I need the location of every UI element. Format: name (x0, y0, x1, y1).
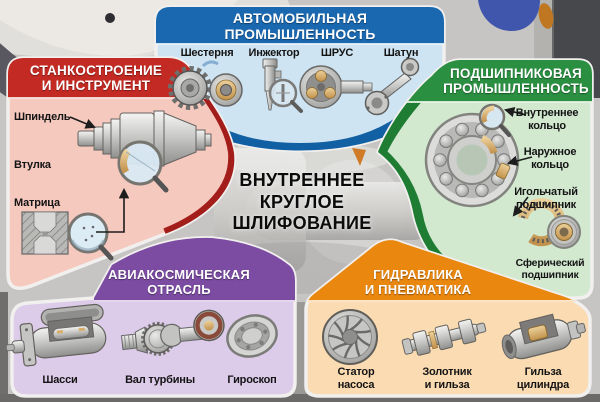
item-label-connecting-rod: Шатун (383, 47, 419, 59)
item-label-cylinder-sleeve: Гильза цилиндра (516, 366, 570, 391)
injector-icon (262, 58, 303, 113)
item-label-inner-ring: Внутреннее кольцо (515, 107, 579, 132)
item-label-turbine-shaft: Вал турбины (125, 374, 195, 386)
item-label-bushing: Втулка (14, 159, 51, 171)
ball-bearing-icon (424, 103, 520, 208)
machine-tools-panel-title: СТАНКОСТРОЕНИЕ И ИНСТРУМЕНТ (29, 63, 163, 93)
pointer-arrows (69, 106, 533, 233)
landing-gear-icon (5, 303, 107, 367)
item-label-cv-joint: ШРУС (320, 47, 354, 59)
item-label-die: Матрица (14, 197, 60, 209)
hydraulics-panel-title: ГИДРАВЛИКА И ПНЕВМАТИКА (364, 267, 472, 297)
item-label-gear: Шестерня (180, 47, 234, 59)
item-label-pump-stator: Статор насоса (337, 366, 375, 391)
panel-automotive-header-band (156, 7, 444, 44)
item-label-gyroscope: Гироскоп (227, 374, 277, 386)
connecting-rod-icon (364, 57, 420, 116)
die-matrix-icon (21, 211, 114, 261)
turbine-shaft-icon (120, 309, 225, 356)
spool-sleeve-icon (401, 318, 487, 356)
bearings-panel-title: ПОДШИПНИКОВАЯ ПРОМЫШЛЕННОСТЬ (443, 66, 589, 96)
needle-bearing-icon (518, 198, 566, 247)
aerospace-panel-title: АВИАКОСМИЧЕСКАЯ ОТРАСЛЬ (108, 267, 250, 297)
item-label-injector: Инжектор (248, 47, 300, 59)
automotive-panel-title: АВТОМОБИЛЬНАЯ ПРОМЫШЛЕННОСТЬ (224, 10, 376, 42)
pump-stator-icon (322, 309, 378, 365)
panel-aerospace (10, 236, 297, 398)
blue-glove-shape (478, 0, 540, 32)
cv-joint-icon (299, 65, 373, 109)
orange-pointer-shape (352, 148, 366, 166)
item-label-chassis: Шасси (42, 374, 78, 386)
item-label-outer-ring: Наружное кольцо (523, 146, 577, 171)
gear-icon (168, 60, 243, 110)
gyroscope-icon (226, 314, 278, 358)
magnifier-icon (67, 212, 109, 254)
item-label-spherical-bearing: Сферический подшипник (515, 257, 585, 281)
cylinder-sleeve-icon (501, 313, 586, 360)
center-process-title: ВНУТРЕННЕЕ КРУГЛОЕ ШЛИФОВАНИЕ (232, 170, 372, 233)
item-label-spindle: Шпиндель (14, 111, 71, 123)
spindle-icon (77, 110, 212, 193)
spherical-bearing-icon (547, 215, 581, 249)
item-label-needle-bearing: Игольчатый подшипник (514, 186, 578, 211)
item-label-spool-sleeve: Золотник и гильза (422, 366, 472, 391)
